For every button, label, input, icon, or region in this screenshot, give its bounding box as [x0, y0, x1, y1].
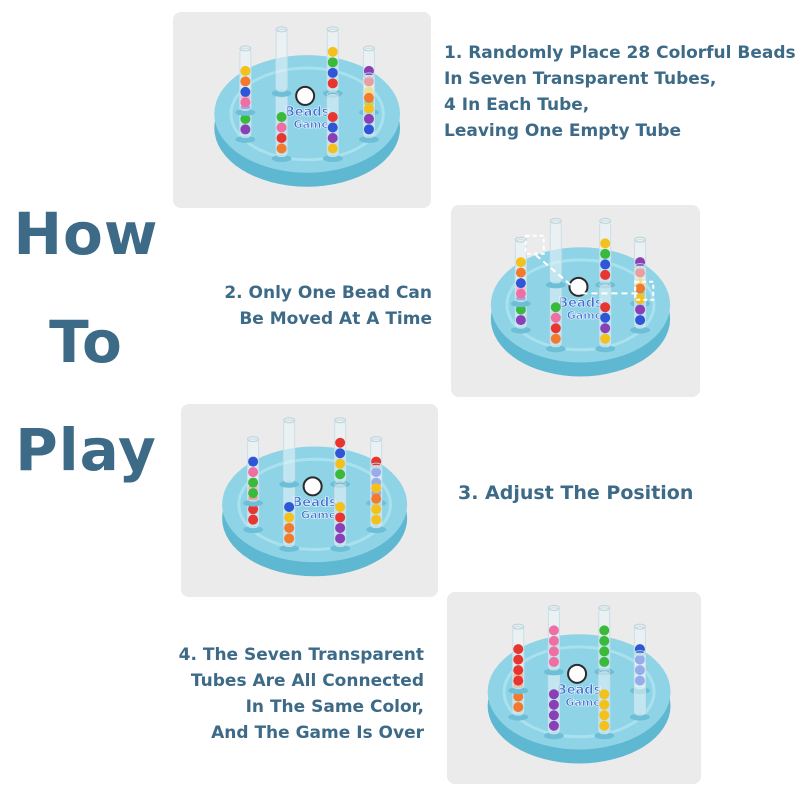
svg-text:Beads: Beads [285, 105, 330, 120]
step-1-line-4: Leaving One Empty Tube [444, 121, 682, 141]
step-2-text: 2. Only One Bead Can Be Moved At A Time [180, 280, 432, 332]
step-1-text: 1. Randomly Place 28 Colorful Beads In S… [444, 40, 796, 144]
step-1-line-1: 1. Randomly Place 28 Colorful Beads [444, 43, 796, 63]
step-2-line-2: Be Moved At A Time [239, 309, 432, 329]
step-3-line-1: 3. Adjust The Position [458, 482, 694, 504]
title-word-how: How [13, 200, 159, 268]
svg-text:Game: Game [565, 696, 600, 709]
svg-text:Beads: Beads [557, 683, 602, 698]
step-1-line-2: In Seven Transparent Tubes, [444, 69, 717, 89]
svg-text:Beads: Beads [292, 495, 337, 510]
svg-text:Game: Game [293, 118, 328, 131]
step-4-text: 4. The Seven Transparent Tubes Are All C… [150, 642, 424, 746]
step-4-line-1: 4. The Seven Transparent [178, 645, 424, 665]
step-2-line-1: 2. Only One Bead Can [224, 283, 432, 303]
step-4-line-3: In The Same Color, [245, 697, 424, 717]
svg-text:Beads: Beads [558, 296, 603, 311]
svg-text:Game: Game [301, 508, 336, 521]
svg-text:Game: Game [567, 309, 602, 322]
title-word-play: Play [15, 416, 157, 484]
step-3-text: 3. Adjust The Position [458, 480, 693, 506]
step-4-line-4: And The Game Is Over [211, 723, 424, 743]
step-4-line-2: Tubes Are All Connected [190, 671, 424, 691]
title-word-to: To [49, 308, 123, 376]
step-1-line-3: 4 In Each Tube, [444, 95, 590, 115]
